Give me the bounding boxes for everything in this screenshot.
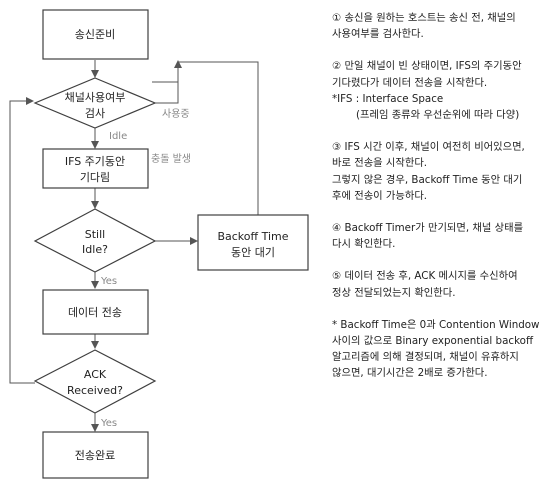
node-ack-received — [33, 349, 157, 414]
edge-backoff-loop — [152, 61, 259, 215]
note-3-line-1: ③ IFS 시간 이후, 채널이 여전히 비어있으면, — [332, 141, 525, 154]
node-still-label-1: Still — [85, 228, 105, 241]
node-ack-label-1: ACK — [84, 368, 107, 381]
note-5-line-1: ⑤ 데이터 전송 후, ACK 메시지를 수신하여 — [332, 270, 518, 283]
edge-label-yes-2: Yes — [100, 418, 117, 429]
node-prepare-label: 송신준비 — [75, 28, 115, 41]
note-1-line-1: ① 송신을 원하는 호스트는 송신 전, 채널의 — [332, 12, 516, 24]
note-2-line-1: ② 만일 채널이 빈 상태이면, IFS의 주기동안 — [332, 60, 522, 73]
node-complete — [42, 431, 149, 479]
note-6-line-3: 알고리즘에 의해 결정되며, 채널이 유휴하지 — [332, 351, 519, 364]
note-2-line-4: (프레임 종류와 우선순위에 따라 다양) — [356, 109, 520, 122]
note-1-line-2: 사용여부를 검사한다. — [332, 28, 424, 41]
node-transmit — [42, 289, 149, 335]
note-3: ③ IFS 시간 이후, 채널이 여전히 비어있으면, 바로 전송을 시작한다.… — [332, 139, 546, 204]
node-ifs-label-1: IFS 주기동안 — [65, 155, 125, 168]
note-3-line-2: 바로 전송을 시작한다. — [332, 157, 428, 170]
node-backoff — [197, 214, 309, 271]
node-prepare — [42, 9, 149, 60]
node-check-channel — [33, 77, 157, 129]
node-backoff-label-1: Backoff Time — [217, 230, 288, 243]
edge-collision-loop — [9, 97, 35, 384]
note-4-line-2: 다시 확인한다. — [332, 238, 396, 251]
note-2-line-2: 기다렸다가 데이터 전송을 시작한다. — [332, 76, 488, 89]
node-still-idle — [33, 208, 157, 273]
note-6-line-4: 않으면, 대기시간은 2배로 증가한다. — [332, 367, 488, 380]
note-3-line-3: 그렇지 않은 경우, Backoff Time 동안 대기 — [332, 173, 523, 186]
note-5-line-2: 정상 전달되었는지 확인한다. — [332, 286, 456, 299]
edge-label-collision: 충돌 발생 — [151, 153, 191, 165]
note-1: ① 송신을 원하는 호스트는 송신 전, 채널의 사용여부를 검사한다. — [332, 10, 546, 42]
note-4: ④ Backoff Timer가 만기되면, 채널 상태를 다시 확인한다. — [332, 220, 546, 252]
node-ifs-wait — [42, 148, 149, 189]
edge-label-idle: Idle — [109, 131, 127, 142]
node-complete-label: 전송완료 — [75, 449, 115, 462]
note-4-line-1: ④ Backoff Timer가 만기되면, 채널 상태를 — [332, 222, 524, 235]
note-5: ⑤ 데이터 전송 후, ACK 메시지를 수신하여 정상 전달되었는지 확인한다… — [332, 268, 546, 300]
edge-label-busy: 사용중 — [162, 108, 190, 120]
note-3-line-4: 후에 전송이 가능하다. — [332, 189, 428, 202]
node-backoff-label-2: 동안 대기 — [231, 246, 275, 259]
flowchart: 송신준비 채널사용여부 검사 IFS 주기동안 기다림 Still Idle? … — [9, 9, 309, 479]
edge-label-yes-1: Yes — [100, 276, 117, 287]
note-6-line-1: * Backoff Time은 0과 Contention Window — [332, 318, 540, 331]
notes-panel: ① 송신을 원하는 호스트는 송신 전, 채널의 사용여부를 검사한다. ② 만… — [332, 10, 546, 382]
node-ifs-label-2: 기다림 — [80, 171, 110, 184]
node-still-label-2: Idle? — [82, 243, 108, 256]
node-check-label-1: 채널사용여부 — [65, 91, 126, 104]
note-2: ② 만일 채널이 빈 상태이면, IFS의 주기동안 기다렸다가 데이터 전송을… — [332, 58, 546, 123]
node-check-label-2: 검사 — [85, 107, 105, 120]
node-transmit-label: 데이터 전송 — [68, 306, 122, 319]
note-2-line-3: *IFS : Interface Space — [332, 92, 444, 105]
note-6-line-2: 사이의 값으로 Binary exponential backoff — [332, 335, 534, 348]
note-6: * Backoff Time은 0과 Contention Window 사이의… — [332, 317, 546, 382]
node-ack-label-2: Received? — [67, 384, 123, 397]
